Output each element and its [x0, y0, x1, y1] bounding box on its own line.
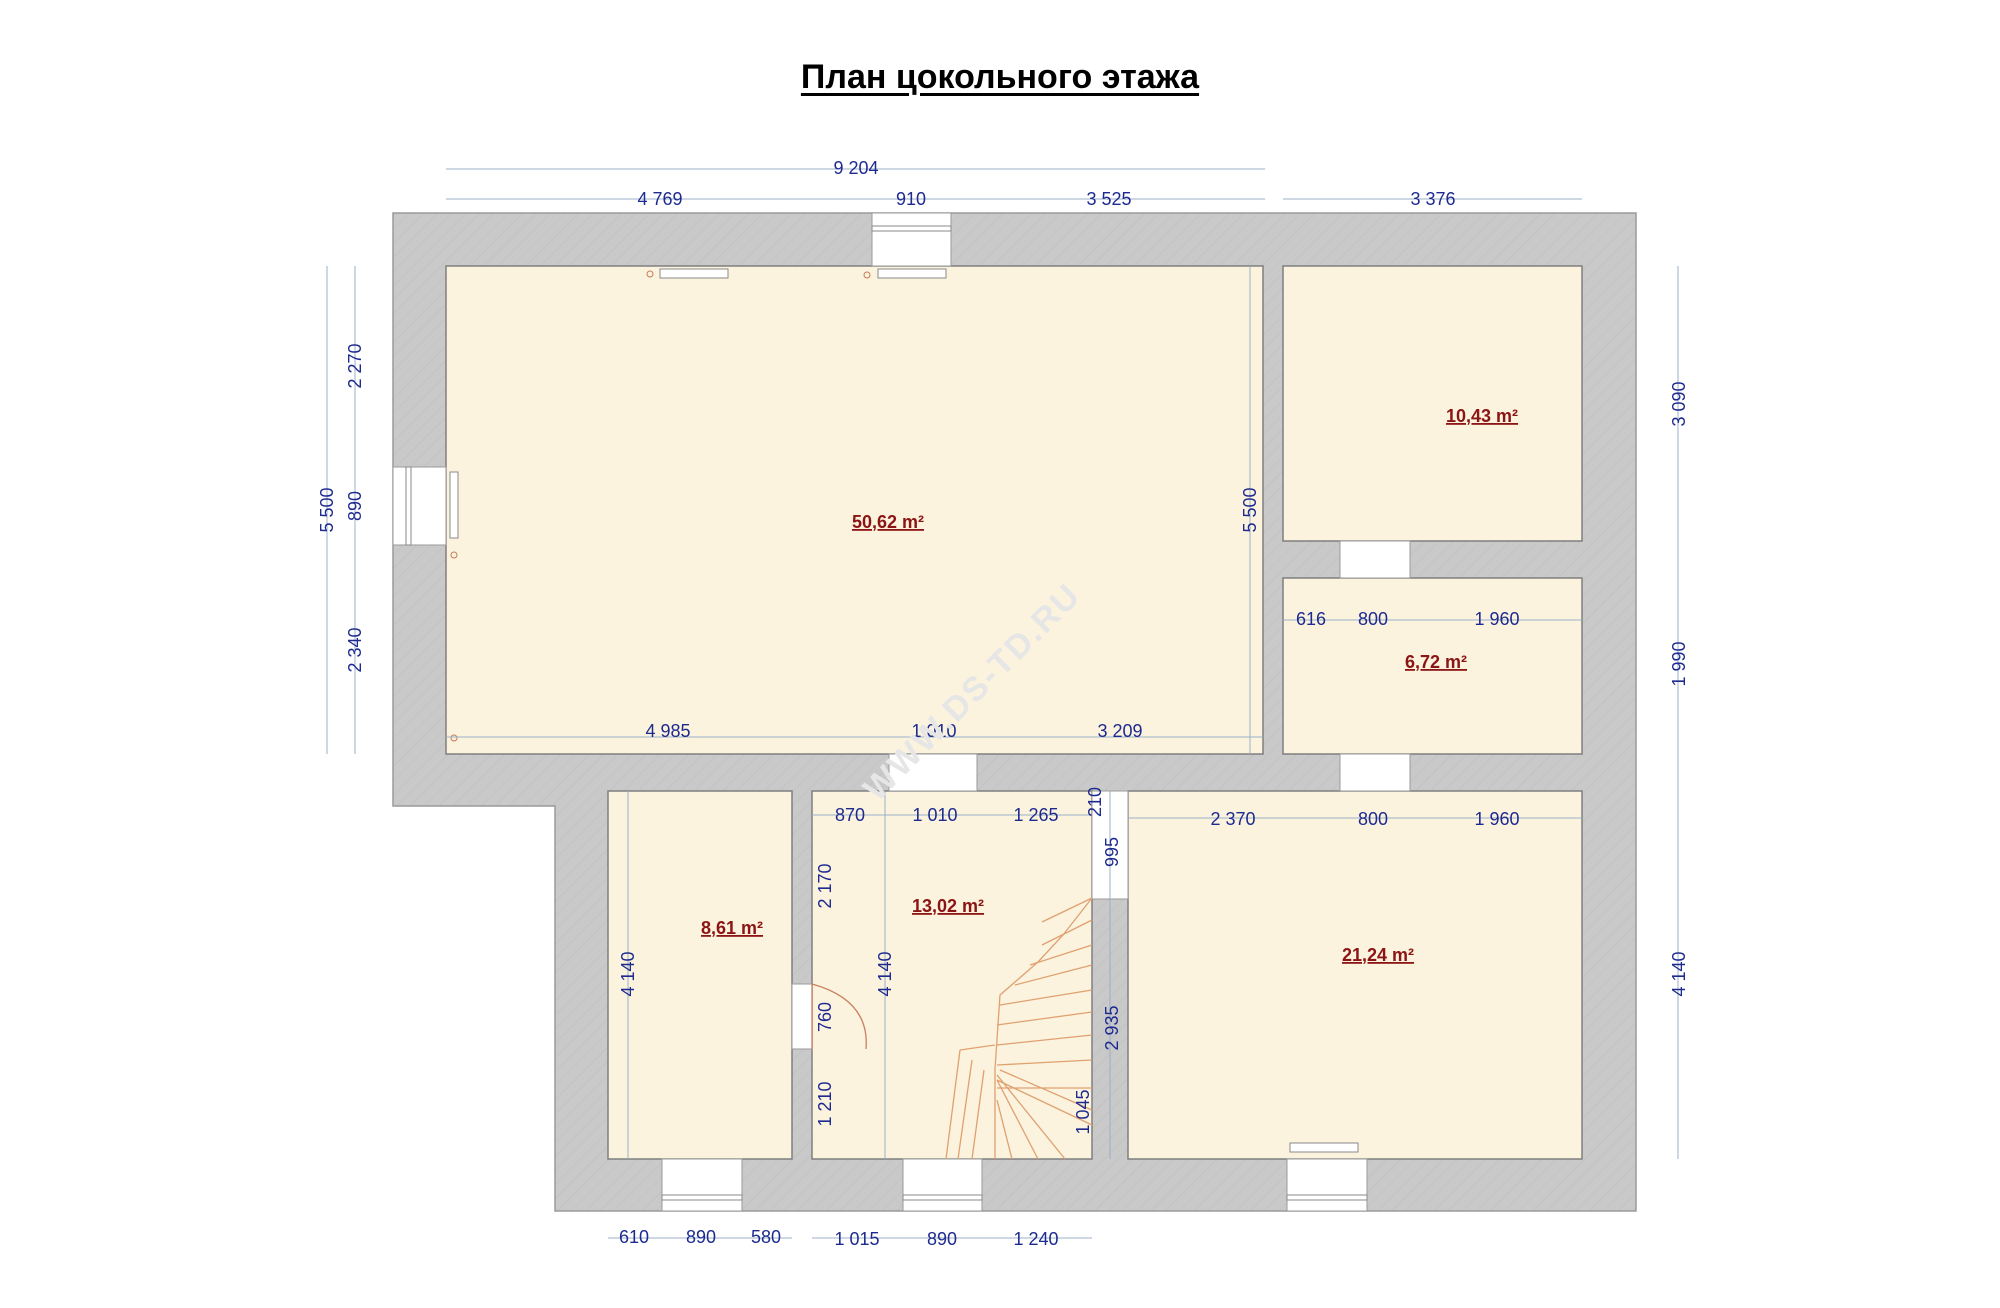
dim-hall-v1: 2 170 — [815, 863, 835, 908]
dim-stair-v3: 1 045 — [1073, 1089, 1093, 1134]
dim-stair-v2: 2 935 — [1102, 1005, 1122, 1050]
dim-main-bottom-a: 4 985 — [645, 721, 690, 741]
dim-left-total: 5 500 — [317, 487, 337, 532]
window-frame — [1286, 1194, 1368, 1201]
dim-top-a: 4 769 — [637, 189, 682, 209]
socket-markers — [450, 270, 871, 742]
window-top — [871, 212, 952, 267]
dim-emid-a: 616 — [1296, 609, 1326, 629]
doorway-sw-hall — [791, 983, 813, 1050]
socket-marker — [863, 271, 871, 279]
dim-top-b: 910 — [896, 189, 926, 209]
doorway-emid-se — [1339, 753, 1411, 792]
dim-main-bottom-c: 3 209 — [1097, 721, 1142, 741]
dim-main-inner-h: 5 500 — [1240, 487, 1260, 532]
dim-se-a: 2 370 — [1210, 809, 1255, 829]
dim-sw-h: 4 140 — [618, 951, 638, 996]
room-area-e-mid: 6,72 m² — [1405, 652, 1467, 672]
staircase — [945, 897, 1093, 1160]
radiator — [659, 268, 729, 279]
radiator — [877, 268, 947, 279]
dimension-lines — [326, 168, 1679, 1239]
room-area-main: 50,62 m² — [852, 512, 924, 532]
door-swing — [811, 983, 867, 1050]
window-frame — [449, 471, 459, 539]
doorway-main-south — [888, 753, 978, 792]
dim-bot-d: 1 015 — [834, 1229, 879, 1249]
dim-top-d: 3 376 — [1410, 189, 1455, 209]
dim-hall-v3: 1 210 — [815, 1081, 835, 1126]
room-main — [445, 265, 1264, 755]
dim-main-bottom-b: 1 010 — [911, 721, 956, 741]
window-frame — [405, 466, 412, 546]
socket-marker — [450, 734, 458, 742]
room-sw — [607, 790, 793, 1160]
dim-hall-c: 1 265 — [1013, 805, 1058, 825]
dim-emid-c: 1 960 — [1474, 609, 1519, 629]
dim-left-b: 890 — [345, 491, 365, 521]
dim-top-c: 3 525 — [1086, 189, 1131, 209]
dim-hall-b: 1 010 — [912, 805, 957, 825]
window-bottom-se — [1286, 1158, 1368, 1212]
dim-hall-v2: 760 — [815, 1002, 835, 1032]
plan-title: План цокольного этажа — [800, 58, 1200, 96]
room-area-ne: 10,43 m² — [1446, 406, 1518, 426]
dim-hall-d: 210 — [1085, 787, 1105, 817]
window-frame — [902, 1194, 983, 1201]
dim-hall-h: 4 140 — [875, 951, 895, 996]
doorway-ne-emid — [1339, 540, 1411, 579]
window-frame — [661, 1194, 743, 1201]
dim-right-b: 1 990 — [1669, 641, 1689, 686]
dim-left-c: 2 340 — [345, 627, 365, 672]
window-frame — [871, 225, 952, 232]
dim-se-c: 1 960 — [1474, 809, 1519, 829]
window-bottom-hall — [902, 1158, 983, 1212]
socket-marker — [646, 270, 654, 278]
radiator — [1289, 1142, 1359, 1153]
dim-left-a: 2 270 — [345, 343, 365, 388]
dim-bot-b: 890 — [686, 1227, 716, 1247]
dim-right-a: 3 090 — [1669, 381, 1689, 426]
room-ne — [1282, 265, 1583, 542]
room-area-stair-hall: 13,02 m² — [912, 896, 984, 916]
stair-steps — [996, 897, 1093, 1160]
room-area-se: 21,24 m² — [1342, 945, 1414, 965]
dim-bot-f: 1 240 — [1013, 1229, 1058, 1249]
room-area-sw: 8,61 m² — [701, 918, 763, 938]
window-bottom-sw — [661, 1158, 743, 1212]
dim-se-b: 800 — [1358, 809, 1388, 829]
dim-bot-e: 890 — [927, 1229, 957, 1249]
room-stair-hall — [811, 790, 1093, 1160]
dim-right-c: 4 140 — [1669, 951, 1689, 996]
dim-bot-c: 580 — [751, 1227, 781, 1247]
room-se — [1127, 790, 1583, 1160]
window-left — [392, 466, 447, 546]
dim-hall-a: 870 — [835, 805, 865, 825]
dim-stair-v1: 995 — [1102, 837, 1122, 867]
stair-outline — [994, 897, 1093, 1159]
socket-marker — [450, 551, 458, 559]
dim-bot-a: 610 — [619, 1227, 649, 1247]
stair-lower-flight — [945, 1044, 996, 1160]
room-e-mid — [1282, 577, 1583, 755]
dim-emid-b: 800 — [1358, 609, 1388, 629]
window-frames — [405, 225, 1368, 1201]
dim-top-total: 9 204 — [833, 158, 878, 178]
